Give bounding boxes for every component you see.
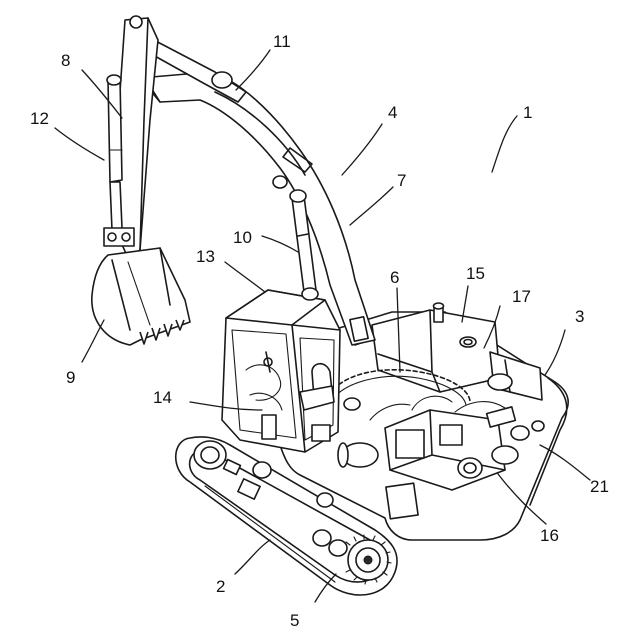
ref-10: 10 <box>233 228 252 247</box>
leader-2 <box>235 540 270 574</box>
ref-4: 4 <box>388 103 397 122</box>
ref-7: 7 <box>397 171 406 190</box>
leader-1 <box>492 116 517 172</box>
leader-13 <box>225 262 265 292</box>
leader-11 <box>236 50 270 90</box>
ref-13: 13 <box>196 247 215 266</box>
leader-10 <box>262 236 298 252</box>
ref-11: 11 <box>273 32 291 51</box>
ref-21: 21 <box>590 477 609 496</box>
bucket <box>92 248 190 345</box>
ref-15: 15 <box>466 264 485 283</box>
ref-17: 17 <box>512 287 531 306</box>
ref-14: 14 <box>153 388 172 407</box>
ref-1: 1 <box>523 103 532 122</box>
leader-4 <box>342 124 382 175</box>
ref-16: 16 <box>540 526 559 545</box>
bucket-cylinder <box>107 75 122 230</box>
cab <box>222 290 340 452</box>
leader-12 <box>55 128 104 160</box>
ref-2: 2 <box>216 577 225 596</box>
leader-7 <box>350 187 393 225</box>
ref-3: 3 <box>575 307 584 326</box>
bucket-linkage <box>104 228 134 246</box>
leader-9 <box>82 320 104 362</box>
ref-8: 8 <box>61 51 70 70</box>
leader-3 <box>545 330 565 375</box>
ref-12: 12 <box>30 109 49 128</box>
ref-9: 9 <box>66 368 75 387</box>
ref-5: 5 <box>290 611 299 630</box>
arm <box>118 16 158 258</box>
ref-6: 6 <box>390 268 399 287</box>
